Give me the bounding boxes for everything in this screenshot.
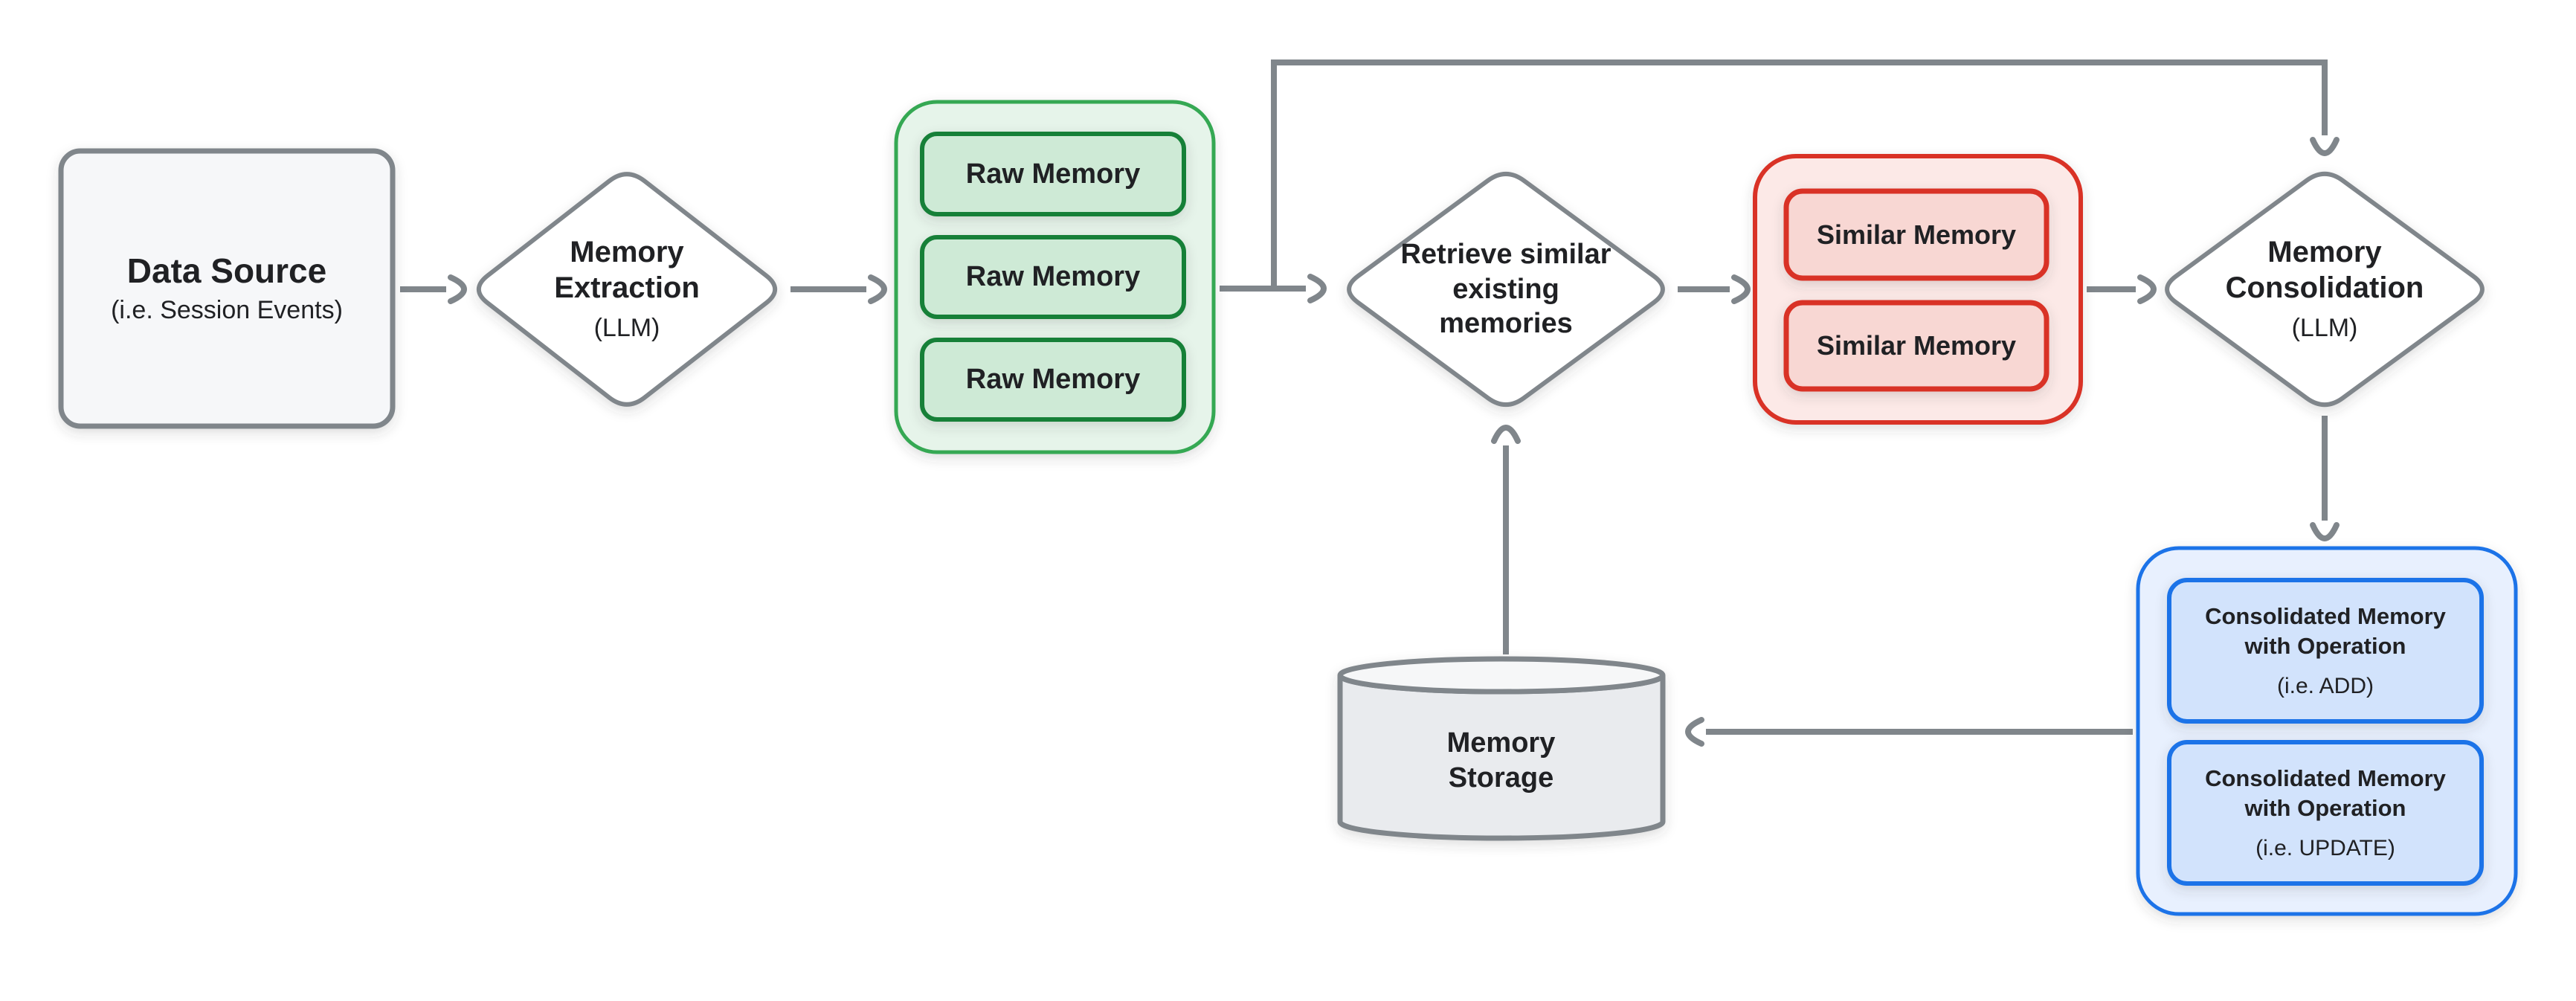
raw-memory-box-1	[920, 132, 1186, 216]
memory-consolidation-diamond	[2165, 171, 2485, 408]
similar-memory-box-2	[1783, 300, 2049, 392]
data-source-box	[58, 148, 396, 429]
consolidated-memory-box-update	[2167, 740, 2484, 886]
consolidated-memory-box-add	[2167, 578, 2484, 724]
memory-extraction-diamond	[476, 172, 778, 407]
edges-layer	[400, 59, 2340, 747]
raw-memory-box-3	[920, 338, 1186, 422]
memory-storage-cylinder-top	[1337, 656, 1666, 695]
memory-storage-cylinder	[1337, 656, 1666, 841]
memory-storage-cylinder-body	[1337, 674, 1666, 841]
retrieve-similar-diamond	[1347, 171, 1665, 408]
raw-memory-box-2	[920, 235, 1186, 319]
edge-rawmemory-to-consolidation	[1271, 59, 2340, 289]
similar-memory-box-1	[1783, 188, 2049, 281]
